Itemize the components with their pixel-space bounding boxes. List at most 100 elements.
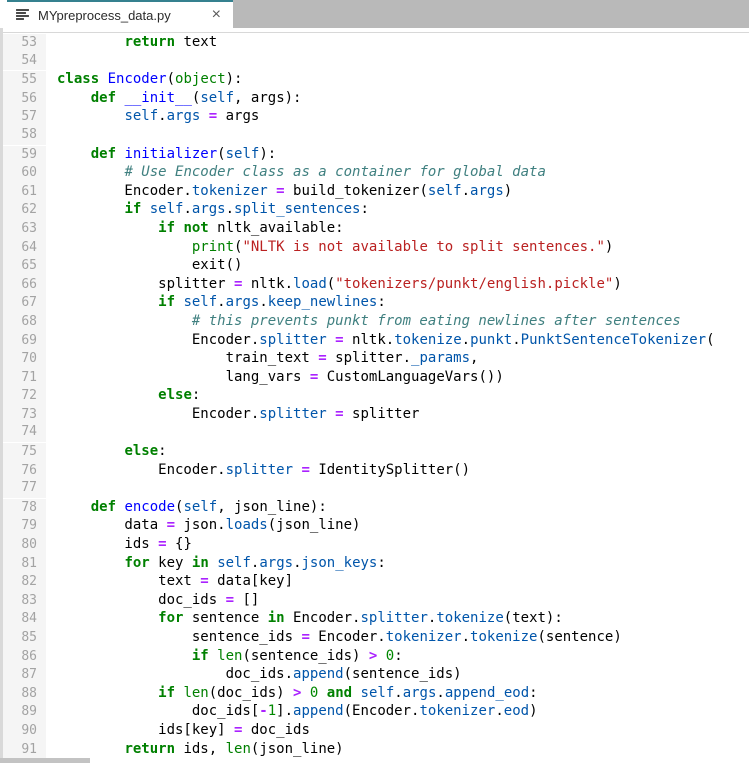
line-number: 62 [0, 201, 46, 220]
code-line[interactable]: 58 [0, 125, 749, 145]
code-text: Encoder.splitter = nltk.tokenize.punkt.P… [57, 331, 715, 348]
tab-bar-empty-space [233, 0, 749, 28]
close-icon[interactable]: × [211, 6, 221, 23]
code-line[interactable]: 83 doc_ids = [] [0, 591, 749, 611]
code-line[interactable]: 90 ids[key] = doc_ids [0, 721, 749, 741]
code-text: Encoder.splitter = IdentitySplitter() [57, 461, 471, 478]
code-line[interactable]: 64 print("NLTK is not available to split… [0, 238, 749, 258]
line-number: 80 [0, 536, 46, 555]
line-number: 69 [0, 331, 46, 351]
line-number: 74 [0, 423, 46, 443]
code-text: def __init__(self, args): [90, 89, 302, 106]
code-line[interactable]: 78 def encode(self, json_line): [0, 498, 749, 518]
line-number: 72 [0, 387, 46, 406]
code-text: if len(doc_ids) > 0 and self.args.append… [158, 684, 538, 701]
line-number: 88 [0, 684, 46, 704]
code-line[interactable]: 85 sentence_ids = Encoder.tokenizer.toke… [0, 628, 749, 648]
code-line[interactable]: 65 exit() [0, 256, 749, 276]
code-line[interactable]: 60 # Use Encoder class as a container fo… [0, 163, 749, 183]
code-line[interactable]: 74 [0, 423, 749, 443]
code-text: if self.args.split_sentences: [124, 201, 369, 218]
code-line[interactable]: 73 Encoder.splitter = splitter [0, 405, 749, 425]
code-line[interactable]: 77 [0, 479, 749, 498]
line-number: 59 [0, 145, 46, 165]
line-number: 71 [0, 368, 46, 388]
code-line[interactable]: 84 for sentence in Encoder.splitter.toke… [0, 609, 749, 629]
code-line[interactable]: 57 self.args = args [0, 107, 749, 127]
tab-bar-left-cap [0, 0, 7, 28]
code-line[interactable]: 89 doc_ids[-1].append(Encoder.tokenizer.… [0, 702, 749, 722]
code-line[interactable]: 69 Encoder.splitter = nltk.tokenize.punk… [0, 331, 749, 351]
code-text: Encoder.splitter = splitter [57, 405, 420, 422]
line-number: 54 [0, 51, 46, 71]
line-number: 91 [0, 740, 46, 760]
line-number: 75 [0, 443, 46, 462]
line-number: 56 [0, 89, 46, 109]
code-text: ids = {} [57, 536, 192, 553]
code-line[interactable]: 53 return text [0, 33, 749, 53]
code-line[interactable]: 70 train_text = splitter._params, [0, 349, 749, 369]
code-text: sentence_ids = Encoder.tokenizer.tokeniz… [57, 629, 622, 645]
code-line[interactable]: 91 return ids, len(json_line) [0, 740, 749, 760]
code-text: return text [124, 34, 218, 50]
line-number: 76 [0, 461, 46, 481]
line-number: 53 [0, 34, 46, 53]
code-line[interactable]: 72 else: [0, 386, 749, 406]
code-text: if self.args.keep_newlines: [158, 294, 386, 311]
code-line[interactable]: 63 if not nltk_available: [0, 219, 749, 239]
code-line[interactable]: 88 if len(doc_ids) > 0 and self.args.app… [0, 684, 749, 704]
code-line[interactable]: 67 if self.args.keep_newlines: [0, 293, 749, 313]
code-text: # this prevents punkt from eating newlin… [191, 312, 681, 329]
code-line[interactable]: 87 doc_ids.append(sentence_ids) [0, 665, 749, 685]
code-line[interactable]: 66 splitter = nltk.load("tokenizers/punk… [0, 275, 749, 295]
code-text: return ids, len(json_line) [124, 740, 344, 757]
code-text: data = json.loads(json_line) [57, 517, 361, 534]
code-line[interactable]: 62 if self.args.split_sentences: [0, 200, 749, 220]
file-lines-icon [16, 9, 29, 21]
code-line[interactable]: 71 lang_vars = CustomLanguageVars()) [0, 368, 749, 388]
tab-bar: MYpreprocess_data.py × [0, 0, 749, 28]
code-text: if not nltk_available: [158, 219, 344, 236]
code-line[interactable]: 54 [0, 51, 749, 71]
line-number: 61 [0, 182, 46, 202]
line-number: 84 [0, 610, 46, 629]
code-text: print("NLTK is not available to split se… [191, 238, 614, 255]
code-text: Encoder.tokenizer = build_tokenizer(self… [57, 182, 513, 199]
line-number: 79 [0, 517, 46, 537]
code-text: else: [158, 387, 201, 404]
line-number: 89 [0, 703, 46, 722]
code-line[interactable]: 61 Encoder.tokenizer = build_tokenizer(s… [0, 182, 749, 202]
code-text: doc_ids.append(sentence_ids) [57, 666, 462, 683]
code-text: self.args = args [124, 108, 260, 125]
code-line[interactable]: 92 [0, 758, 749, 763]
code-line[interactable]: 81 for key in self.args.json_keys: [0, 554, 749, 574]
code-line[interactable]: 79 data = json.loads(json_line) [0, 516, 749, 537]
code-text: doc_ids = [] [57, 591, 260, 608]
code-text: train_text = splitter._params, [57, 350, 479, 367]
code-line[interactable]: 56 def __init__(self, args): [0, 89, 749, 109]
line-number: 68 [0, 312, 46, 332]
code-text: splitter = nltk.load("tokenizers/punkt/e… [57, 275, 622, 292]
code-text: class Encoder(object): [57, 71, 243, 88]
horizontal-scrollbar-thumb[interactable] [0, 758, 90, 763]
code-line[interactable]: 76 Encoder.splitter = IdentitySplitter() [0, 461, 749, 481]
code-text: doc_ids[-1].append(Encoder.tokenizer.eod… [57, 703, 538, 720]
code-text: text = data[key] [57, 573, 294, 590]
code-line[interactable]: 86 if len(sentence_ids) > 0: [0, 647, 749, 667]
code-text: for sentence in Encoder.splitter.tokeniz… [158, 610, 563, 627]
line-number: 64 [0, 238, 46, 258]
code-line[interactable]: 59 def initializer(self): [0, 145, 749, 165]
code-text: # Use Encoder class as a container for g… [124, 164, 546, 181]
line-number: 58 [0, 125, 46, 145]
code-text: def encode(self, json_line): [90, 498, 327, 515]
tab-mypreprocess-data[interactable]: MYpreprocess_data.py × [7, 0, 233, 28]
code-text: else: [124, 443, 167, 460]
code-line[interactable]: 75 else: [0, 442, 749, 462]
code-line[interactable]: 82 text = data[key] [0, 572, 749, 592]
code-line[interactable]: 80 ids = {} [0, 535, 749, 555]
code-line[interactable]: 68 # this prevents punkt from eating new… [0, 312, 749, 332]
line-number: 81 [0, 554, 46, 574]
